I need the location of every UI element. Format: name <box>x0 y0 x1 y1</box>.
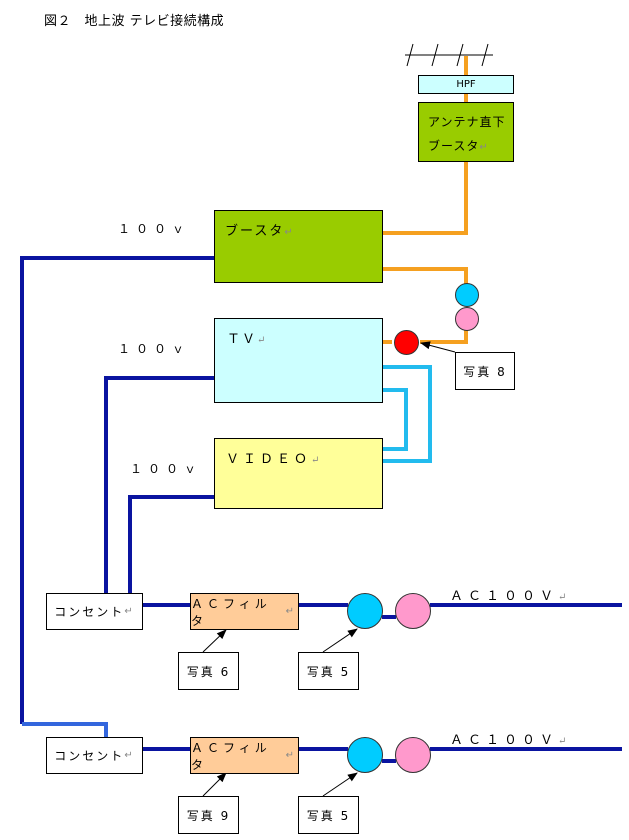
plug-connector-blue-2 <box>347 737 383 773</box>
power-line <box>20 256 622 763</box>
outlet-2: コンセント↵ <box>46 737 143 774</box>
page-title: 図２ 地上波 テレビ接続構成 <box>44 14 225 29</box>
photo-pointer-arrows <box>202 341 456 797</box>
photo-8-label: 写真 8 <box>455 352 515 390</box>
tv-power-label: １００ｖ <box>118 342 191 356</box>
power-line-lower <box>22 722 108 738</box>
ac100v-label-2: ＡＣ１００Ｖ↵ <box>450 733 572 748</box>
plug-connector-pink-2 <box>395 737 431 773</box>
hpf-label: HPF <box>456 79 476 90</box>
outlet-1: コンセント↵ <box>46 593 143 630</box>
hpf-box: HPF <box>418 75 514 94</box>
tv-box: ＴＶ↵ <box>214 318 383 403</box>
plug-connector-blue-1 <box>347 593 383 629</box>
mast-booster-box: アンテナ直下 ブースタ↵ <box>418 102 514 162</box>
connector-blue <box>455 283 479 307</box>
yagi-antenna-icon <box>405 43 493 67</box>
plug-connector-pink-1 <box>395 593 431 629</box>
ac-filter-2: ＡＣフィルタ↵ <box>190 737 299 774</box>
photo-9-label: 写真 9 <box>178 796 239 834</box>
booster-box: ブースタ↵ <box>214 210 383 283</box>
video-label: ＶＩＤＥＯ↵ <box>226 452 324 467</box>
connector-red <box>394 330 419 355</box>
booster-label: ブースタ↵ <box>225 224 295 239</box>
photo-6-label: 写真 6 <box>178 652 239 690</box>
antenna-cable <box>383 56 468 344</box>
photo-5-label-2: 写真 5 <box>298 796 359 834</box>
photo-5-label-1: 写真 5 <box>298 652 359 690</box>
ac100v-label-1: ＡＣ１００Ｖ↵ <box>450 589 572 604</box>
ac-filter-1: ＡＣフィルタ↵ <box>190 593 299 630</box>
video-box: ＶＩＤＥＯ↵ <box>214 438 383 509</box>
connector-pink <box>455 307 479 331</box>
tv-label: ＴＶ↵ <box>227 332 268 347</box>
booster-power-label: １００ｖ <box>118 222 191 236</box>
mast-booster-label-2: ブースタ↵ <box>428 139 489 153</box>
mast-booster-label-1: アンテナ直下 <box>428 115 506 129</box>
video-cable <box>383 365 432 463</box>
video-power-label: １００ｖ <box>130 462 203 476</box>
